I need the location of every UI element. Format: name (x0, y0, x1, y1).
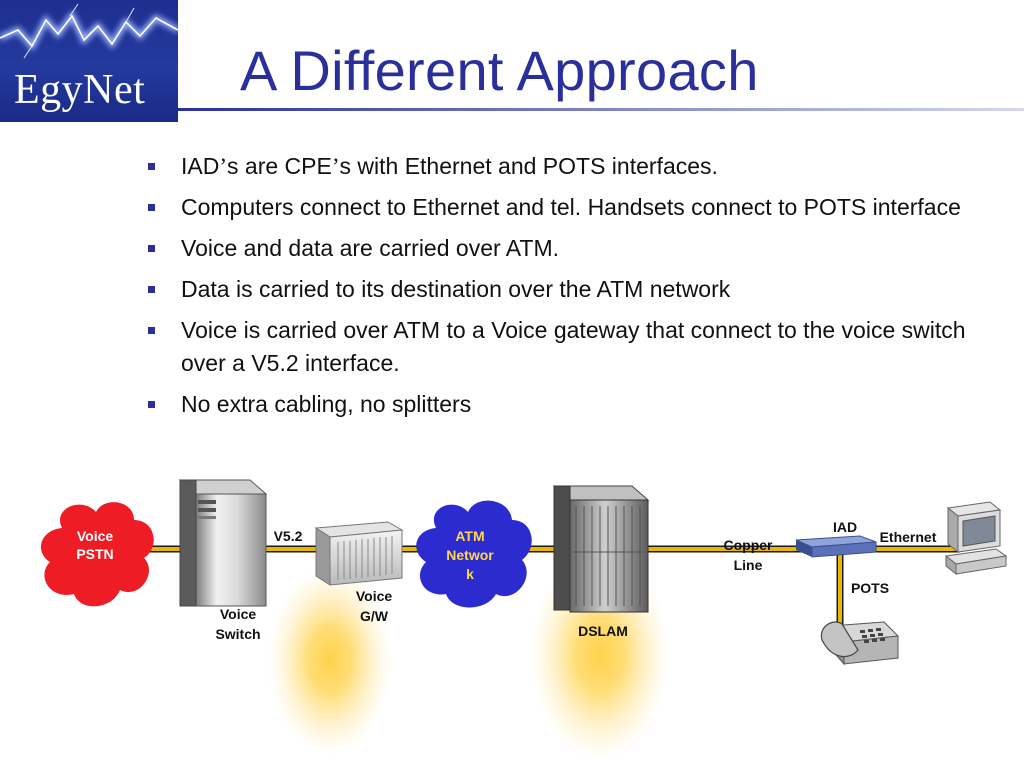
atm-label-1: ATM (455, 528, 484, 544)
atm-network-cloud (416, 500, 532, 608)
egynet-logo: EgyNet (0, 0, 178, 122)
bullet-list: IAD’s are CPE’s with Ethernet and POTS i… (148, 150, 1008, 429)
pots-label: POTS (851, 580, 889, 596)
network-diagram: Voice PSTN Voice Switch V5.2 Voice G/W A… (40, 479, 1008, 760)
voice-gw-glow (268, 565, 392, 755)
voice-switch-server-icon (178, 479, 268, 607)
atm-label-3: k (466, 566, 474, 582)
voice-switch-label-2: Switch (215, 626, 260, 642)
voice-gateway-icon (314, 521, 404, 586)
iad-device-icon (795, 535, 877, 558)
atm-label-2: Networ (446, 547, 494, 563)
bullet-square-icon (148, 401, 155, 408)
logo-text: EgyNet (14, 67, 146, 113)
dslam-label: DSLAM (578, 623, 628, 639)
bullet-square-icon (148, 286, 155, 293)
bullet-square-icon (148, 245, 155, 252)
voice-pstn-cloud (40, 502, 154, 607)
bullet-item: No extra cabling, no splitters (148, 388, 1008, 421)
voice-pstn-label-1: Voice (77, 528, 114, 544)
title-underline (178, 108, 1024, 111)
voice-gw-label-2: G/W (360, 608, 389, 624)
ethernet-label: Ethernet (880, 529, 937, 545)
voice-switch-label-1: Voice (220, 606, 257, 622)
voice-gw-label-1: Voice (356, 588, 393, 604)
v52-label: V5.2 (274, 528, 303, 544)
bullet-item: Computers connect to Ethernet and tel. H… (148, 191, 1008, 224)
bullet-item: Voice and data are carried over ATM. (148, 232, 1008, 265)
dslam-cabinet-icon (552, 485, 650, 613)
bullet-item: Data is carried to its destination over … (148, 273, 1008, 306)
bullet-item: Voice is carried over ATM to a Voice gat… (148, 314, 1008, 380)
copper-line-label-1: Copper (724, 537, 774, 553)
voice-pstn-label-2: PSTN (76, 546, 113, 562)
telephone-icon (820, 621, 900, 666)
bullet-item: IAD’s are CPE’s with Ethernet and POTS i… (148, 150, 1008, 183)
page-title: A Different Approach (240, 39, 759, 102)
iad-label: IAD (833, 519, 857, 535)
bullet-square-icon (148, 327, 155, 334)
computer-icon (944, 501, 1008, 576)
bullet-square-icon (148, 163, 155, 170)
lightning-icon (0, 3, 178, 59)
bullet-square-icon (148, 204, 155, 211)
copper-line-label-2: Line (734, 557, 763, 573)
